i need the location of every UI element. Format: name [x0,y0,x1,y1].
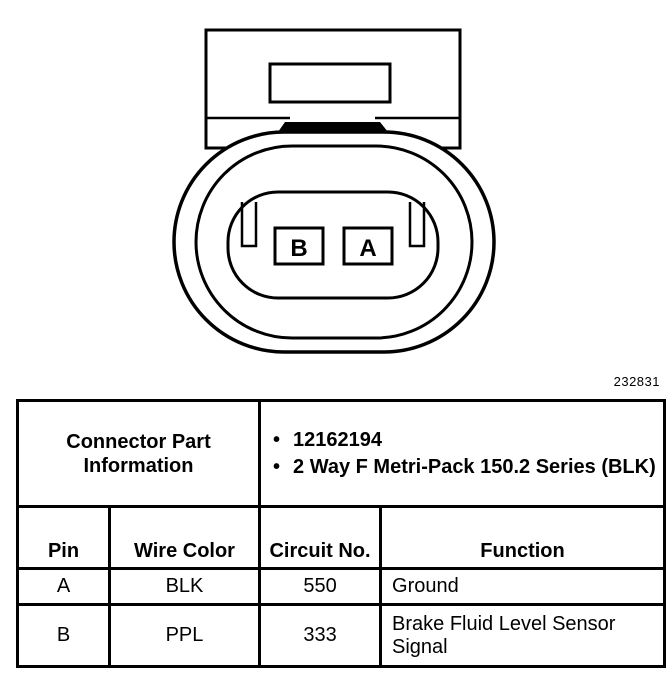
part-number-item: •12162194 [273,428,382,451]
function-cell: Ground [379,567,667,606]
latch-ramp [278,122,388,132]
part-info-label: Connector Part Information [15,399,262,508]
col-header-wire-color: Wire Color [107,505,262,570]
terminal-a-label: A [359,235,376,262]
pin-cell: B [16,603,111,668]
wire-color-cell: BLK [107,567,262,606]
table-row: B PPL 333 Brake Fluid Level Sensor Signa… [16,603,667,668]
col-header-pin: Pin [16,505,111,570]
col-header-circuit-no: Circuit No. [258,505,383,570]
terminal-b [273,226,325,266]
table-row: A BLK 550 Ground [16,567,667,606]
circuit-cell: 550 [258,567,383,606]
part-series: 2 Way F Metri-Pack 150.2 Series (BLK) [293,455,656,478]
wire-color-cell: PPL [107,603,262,668]
circuit-cell: 333 [258,603,383,668]
terminal-b-label: B [290,235,307,262]
col-header-function: Function [379,505,667,570]
part-info: •12162194 •2 Way F Metri-Pack 150.2 Seri… [258,399,667,508]
connector-diagram: B A [172,28,496,354]
pin-cell: A [16,567,111,606]
function-cell: Brake Fluid Level Sensor Signal [379,603,667,668]
terminal-cavity [226,190,440,300]
figure-id: 232831 [613,374,660,389]
part-series-item: •2 Way F Metri-Pack 150.2 Series (BLK) [273,455,656,478]
connector-pin-table: Connector Part Information •12162194 •2 … [15,399,667,668]
terminal-a [342,226,394,266]
part-number: 12162194 [293,428,382,451]
latch-slot [268,62,392,104]
